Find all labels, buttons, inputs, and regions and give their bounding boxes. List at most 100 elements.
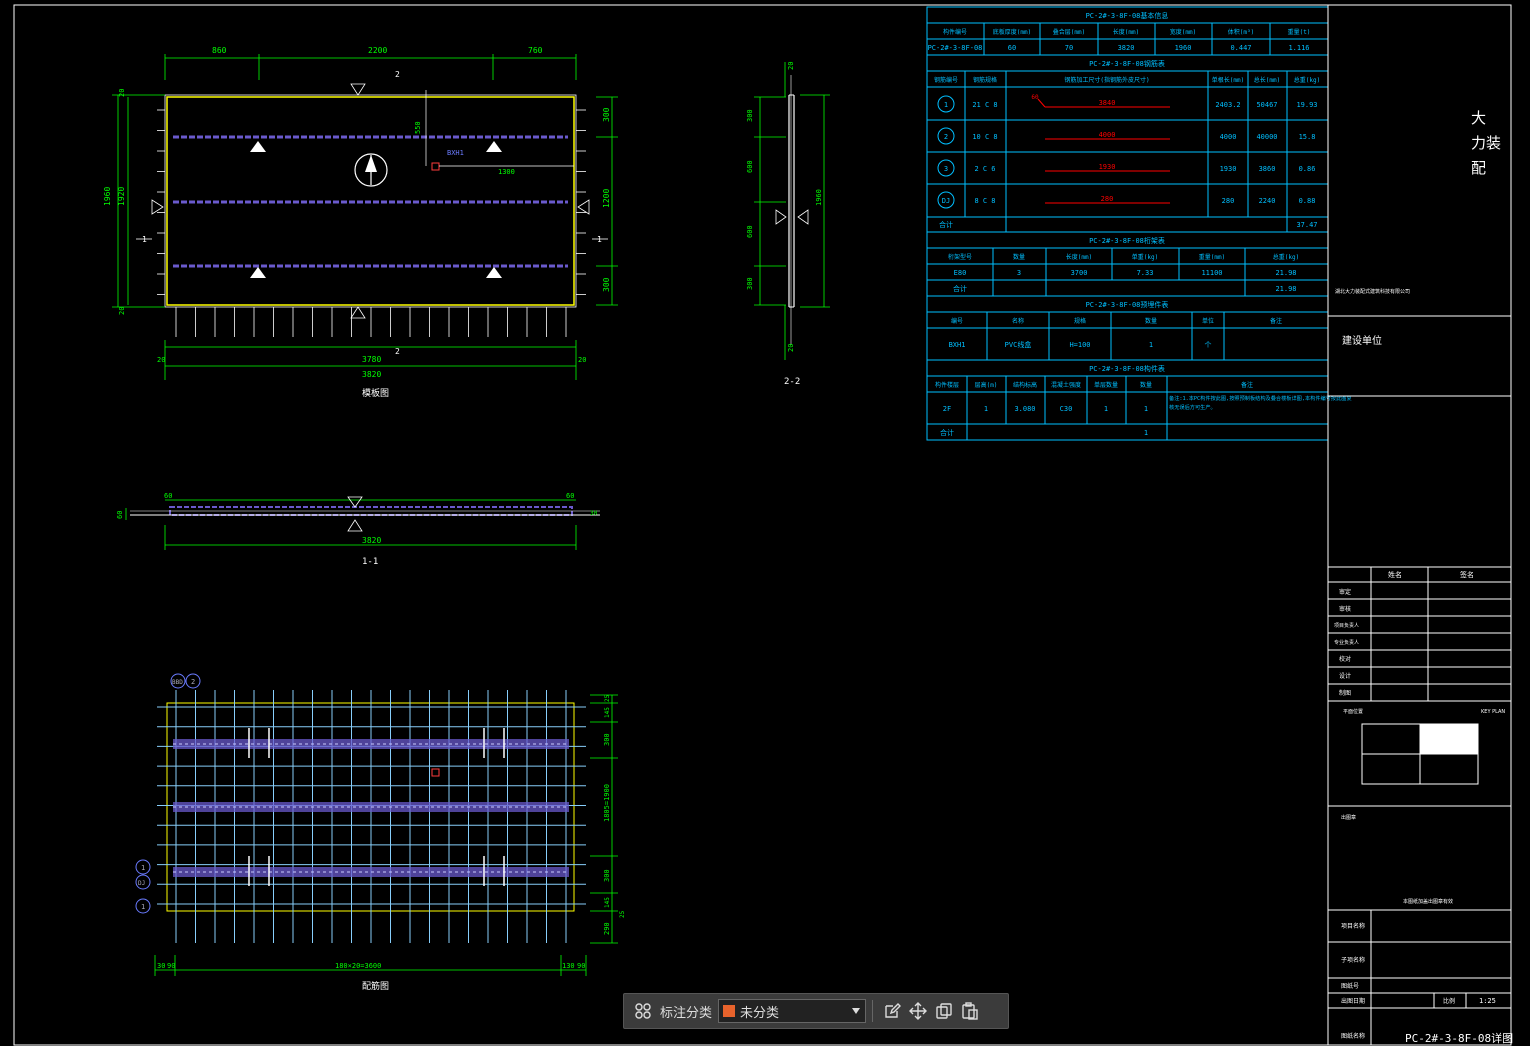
edit-icon[interactable] [879,998,905,1024]
company-char-1: 大 [1471,109,1486,127]
svg-text:40000: 40000 [1256,133,1277,141]
plan-dim-edge-left: 20 [157,356,165,364]
paste-icon[interactable] [957,998,983,1024]
svg-text:15.8: 15.8 [1299,133,1316,141]
svg-text:PC-2#-3-8F-08预埋件表: PC-2#-3-8F-08预埋件表 [1086,300,1169,309]
section-mark-1-left: 1 [142,235,147,244]
svg-text:叠合层(mm): 叠合层(mm) [1053,28,1085,36]
role-5: 校对 [1339,655,1351,663]
section-1-1-title: 1-1 [362,557,378,567]
section-1-1-view[interactable]: 60 60 3820 60 30 1-1 [116,492,600,567]
date-label: 出图日期 [1341,997,1365,1005]
plan-dim-bottom-inner: 3780 [362,355,381,364]
rebar-dim-lines [154,694,618,976]
tables-text: PC-2#-3-8F-08基本信息构件编号底板厚度(mm)叠合层(mm)长度(m… [928,11,1352,437]
svg-text:1.116: 1.116 [1288,44,1309,52]
annotation-category-select[interactable]: 未分类 [718,999,867,1023]
svg-text:280: 280 [1222,197,1235,205]
svg-text:21.98: 21.98 [1275,269,1296,277]
grid-menu-icon[interactable] [630,998,656,1024]
svg-text:单层数量: 单层数量 [1094,381,1118,389]
rebar-extra-bars [248,728,505,886]
svg-text:PC-2#-3-8F-08构件表: PC-2#-3-8F-08构件表 [1089,364,1165,373]
svg-text:钢筋规格: 钢筋规格 [973,76,997,84]
plan-view[interactable]: BXH1 550 1300 860 2200 760 3780 3820 20 … [103,46,618,399]
rebar-truss-bands [173,739,569,877]
drawing-name: PC-2#-3-8F-08详图 [1405,1031,1513,1045]
sign-header-name: 姓名 [1388,570,1402,579]
svg-text:60: 60 [1008,44,1016,52]
plan-dim-edge-right: 20 [578,356,586,364]
sec11-dim-side2: 30 [590,510,598,517]
svg-text:体积(m³): 体积(m³) [1228,28,1254,36]
svg-text:混凝土强度: 混凝土强度 [1051,381,1081,389]
svg-text:2: 2 [944,133,948,141]
svg-text:PC-2#-3-8F-08桁架表: PC-2#-3-8F-08桁架表 [1089,236,1165,245]
svg-text:备注: 备注 [1270,317,1282,325]
svg-text:编号: 编号 [951,317,963,325]
svg-text:规格: 规格 [1074,317,1086,325]
svg-text:钢筋加工尺寸(指钢筋外皮尺寸): 钢筋加工尺寸(指钢筋外皮尺寸) [1064,76,1149,84]
plan-dim-right-2: 1200 [602,189,611,208]
subitem-label: 子项名称 [1341,956,1365,964]
sec22-dim-1: 300 [746,109,754,122]
svg-text:3860: 3860 [1259,165,1276,173]
sec11-dim-right: 60 [566,492,574,500]
rebar-dim-br-2: 90 [577,962,585,970]
section-mark-2-top: 2 [395,70,400,79]
section-2-2-view[interactable]: 300 600 600 300 1960 20 20 2-2 [746,62,830,387]
rebar-dim-right-5: 300 [603,869,611,882]
svg-text:个: 个 [1205,341,1212,349]
svg-text:280: 280 [1101,195,1114,203]
svg-text:桁架型号: 桁架型号 [948,253,972,261]
svg-text:数量: 数量 [1013,253,1025,261]
company-char-2: 力装 [1471,134,1501,152]
svg-text:合计: 合计 [940,428,954,437]
svg-text:结构标高: 结构标高 [1013,381,1037,389]
svg-text:3.080: 3.080 [1014,405,1035,413]
plan-dim-top-1: 860 [212,46,227,55]
svg-text:名称: 名称 [1012,317,1024,325]
svg-text:2403.2: 2403.2 [1215,101,1240,109]
svg-text:长度(mm): 长度(mm) [1113,28,1139,36]
svg-text:1: 1 [1144,405,1148,413]
sec11-dim-side: 60 [116,511,124,519]
plan-dim-bot-edge: 20 [118,307,126,315]
sec22-dim-2: 600 [746,160,754,173]
svg-text:0.86: 0.86 [1299,165,1316,173]
svg-text:宽度(mm): 宽度(mm) [1170,28,1196,36]
svg-text:1930: 1930 [1220,165,1237,173]
role-4: 专业负责人 [1334,639,1359,646]
svg-text:核无误后方可生产。: 核无误后方可生产。 [1169,403,1216,411]
svg-text:1960: 1960 [1175,44,1192,52]
rebar-tag-2: 2 [191,678,195,686]
svg-text:8 C 8: 8 C 8 [974,197,995,205]
role-1: 审定 [1339,588,1351,596]
truss-lines [173,135,568,268]
rebar-dim-right-8: 290 [603,922,611,935]
svg-text:1: 1 [944,101,948,109]
move-icon[interactable] [905,998,931,1024]
rebar-embed-box [431,768,440,777]
rebar-tag-1a: 1 [141,864,145,872]
rebar-dim-br-1: 130 [562,962,575,970]
svg-text:60: 60 [1031,94,1039,101]
svg-text:1: 1 [1149,341,1153,349]
sec11-dim-left: 60 [164,492,172,500]
svg-text:总长(mm): 总长(mm) [1254,76,1280,84]
rebar-plan-view[interactable]: 25 145 300 1805=1900 300 145 25 290 30 9… [135,673,626,992]
scale-value: 1:25 [1479,997,1496,1005]
sec22-dim-top: 20 [787,62,795,70]
sec22-markers [775,209,809,225]
plan-dim-top-2: 2200 [368,46,387,55]
svg-text:4000: 4000 [1099,131,1116,139]
svg-text:1: 1 [1144,429,1148,437]
svg-text:重量(mm): 重量(mm) [1199,253,1225,261]
rebar-tag-circles [135,673,201,914]
copy-icon[interactable] [931,998,957,1024]
plan-view-title: 模板图 [362,387,389,399]
section-2-2-title: 2-2 [784,377,800,387]
drawing-no-label: 图纸号 [1341,982,1359,990]
svg-text:单根长(mm): 单根长(mm) [1212,76,1244,84]
